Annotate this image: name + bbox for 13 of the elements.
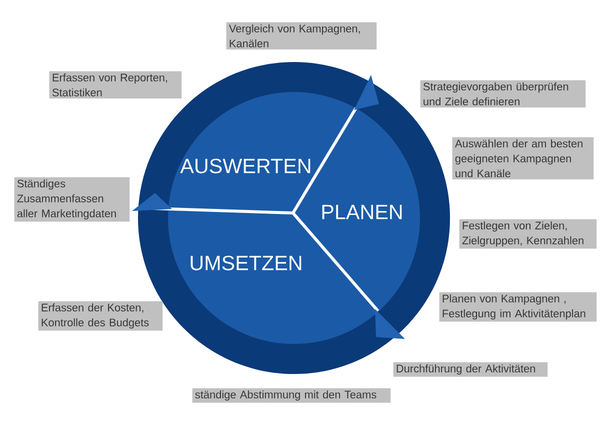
- note-box: Durchführung der Aktivitäten: [393, 362, 548, 377]
- note-box: Erfassen der Kosten, Kontrolle des Budgets: [38, 301, 163, 331]
- note-box: Planen von Kampagnen , Festlegung im Aktivitätenplan: [439, 292, 597, 322]
- note-box: Vergleich von Kampagnen, Kanälen: [226, 22, 377, 50]
- phase-label: PLANEN: [322, 204, 402, 220]
- phase-label: UMSETZEN: [190, 256, 302, 270]
- note-box: Strategievorgaben überprüfen und Ziele definieren: [420, 80, 586, 108]
- phase-label: AUSWERTEN: [180, 158, 310, 174]
- note-box: Festlegen von Zielen, Zielgruppen, Kennzahlen: [459, 219, 597, 249]
- note-box: ständige Abstimmung mit den Teams: [192, 388, 391, 403]
- note-box: Erfassen von Reporten, Statistiken: [49, 71, 182, 98]
- note-box: Auswählen der am besten geeigneten Kampagnen und Kanäle: [452, 137, 594, 180]
- note-box: Ständiges Zusammenfassen aller Marketingdaten: [14, 177, 130, 222]
